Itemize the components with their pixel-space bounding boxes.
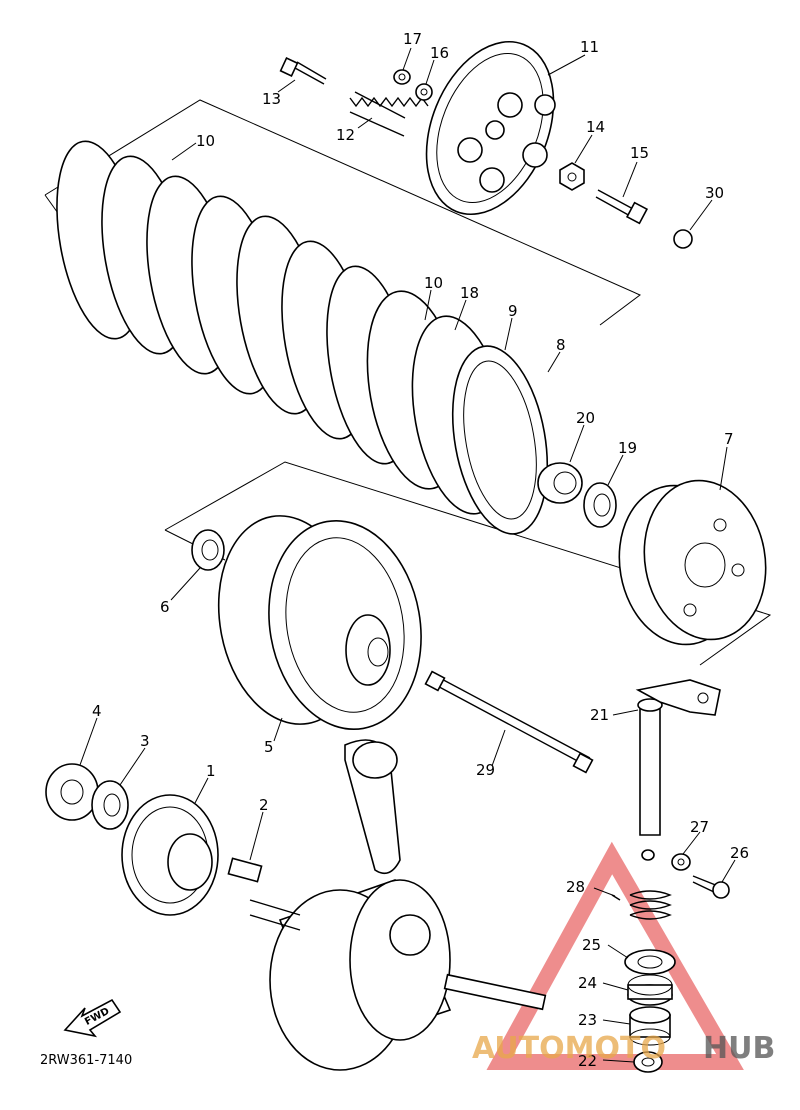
push-lever-21 [635,679,721,861]
label-17: 17 [403,30,422,48]
bearing-24 [627,974,673,1006]
label-29: 29 [476,761,495,779]
label-5: 5 [264,738,274,756]
nut-17 [393,69,411,85]
clutch-boss [618,479,767,646]
label-15: 15 [630,144,649,162]
label-21: 21 [590,706,609,724]
label-18: 18 [460,284,479,302]
pressure-plate [425,40,556,216]
label-16: 16 [430,44,449,62]
label-13: 13 [262,90,281,108]
label-2: 2 [259,796,269,814]
label-10-lower: 10 [424,274,443,292]
clutch-plates [56,140,549,535]
washer-3 [91,780,129,830]
washer-16 [415,83,433,101]
leader-lines [79,47,736,1063]
crankshaft [249,739,547,1071]
clutch-spring [349,91,429,137]
label-22: 22 [578,1052,597,1070]
washer-6 [191,529,225,571]
label-25: 25 [582,936,601,954]
washer-19 [583,482,617,528]
label-12: 12 [336,126,355,144]
label-4: 4 [92,702,102,720]
label-23: 23 [578,1011,597,1029]
push-rod-29 [424,670,594,774]
diagram-code: 2RW361-7140 [40,1053,132,1068]
seal-25 [624,949,676,975]
label-26: 26 [730,844,749,862]
label-8: 8 [556,336,566,354]
watermark-part1: AUTOMOTO [472,1031,666,1066]
label-19: 19 [618,439,637,457]
fwd-arrow: FWD [63,998,122,1038]
label-24: 24 [578,974,597,992]
label-1: 1 [206,762,216,780]
label-27: 27 [690,818,709,836]
label-28: 28 [566,878,585,896]
washer-27 [671,853,691,871]
label-14: 14 [586,118,605,136]
watermark-text: AUTOMOTO HUB [472,1031,775,1066]
label-30: 30 [705,184,724,202]
label-6: 6 [160,598,170,616]
primary-drive-gear [121,794,219,916]
bolt-13 [279,57,327,85]
label-10-upper: 10 [196,132,215,150]
bearing-23 [629,1006,671,1046]
clutch-housing [217,515,422,731]
ring-20 [537,462,583,504]
label-7: 7 [724,430,734,448]
nut-14 [559,162,585,191]
part-labels: 17 16 11 13 12 14 15 30 10 10 18 9 8 20 … [92,30,749,1070]
label-11: 11 [580,38,599,56]
ball-30 [673,229,693,249]
label-20: 20 [576,409,595,427]
nut-4 [45,763,99,821]
label-3: 3 [140,732,150,750]
key-2 [227,857,263,883]
label-9: 9 [508,302,518,320]
screw-26 [692,875,730,899]
bolt-15 [595,189,649,225]
watermark-part2: HUB [703,1031,775,1066]
